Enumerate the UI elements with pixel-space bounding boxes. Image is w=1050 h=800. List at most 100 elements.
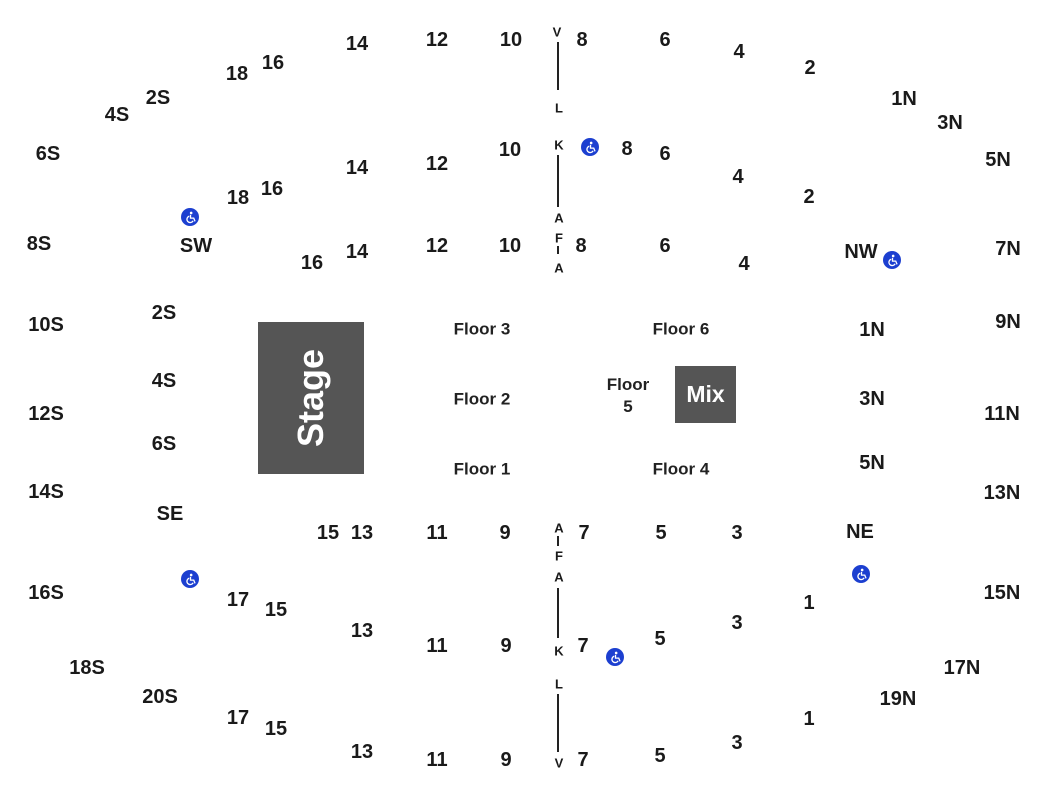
section-label[interactable]: 6S — [35, 143, 61, 165]
wheelchair-icon[interactable] — [606, 648, 624, 666]
section-label[interactable]: NW — [844, 241, 878, 263]
section-label[interactable]: 11 — [426, 749, 448, 771]
section-label[interactable]: 16 — [300, 252, 324, 274]
section-label[interactable]: 14S — [28, 481, 64, 503]
section-label[interactable]: 15 — [264, 599, 288, 621]
section-label[interactable]: 9 — [499, 522, 511, 544]
section-label[interactable]: 8 — [576, 29, 588, 51]
floor5-line1: Floor — [606, 375, 650, 394]
row-marker: K — [554, 643, 564, 659]
section-label[interactable]: 12S — [28, 403, 64, 425]
section-label[interactable]: 8S — [26, 233, 52, 255]
section-label[interactable]: 3 — [731, 732, 743, 754]
section-label[interactable]: 1N — [859, 319, 885, 341]
section-label[interactable]: 3 — [731, 612, 743, 634]
section-label[interactable]: 19N — [879, 688, 917, 710]
section-label[interactable]: 6 — [659, 235, 671, 257]
section-floor-5[interactable]: Floor 5 — [607, 374, 650, 418]
wheelchair-icon[interactable] — [181, 570, 199, 588]
section-label[interactable]: 17N — [943, 657, 981, 679]
section-label[interactable]: 12 — [425, 235, 449, 257]
section-label[interactable]: 4 — [732, 166, 744, 188]
section-label[interactable]: 7 — [577, 749, 589, 771]
aisle-divider — [557, 246, 559, 254]
section-label[interactable]: 5N — [859, 452, 885, 474]
section-label[interactable]: 1 — [803, 592, 815, 614]
section-label[interactable]: 12 — [425, 29, 449, 51]
section-label[interactable]: 13 — [350, 620, 374, 642]
section-label[interactable]: 12 — [425, 153, 449, 175]
section-label[interactable]: 5 — [654, 628, 666, 650]
section-label[interactable]: 4S — [151, 370, 177, 392]
section-label[interactable]: 8 — [575, 235, 587, 257]
section-label[interactable]: 2 — [804, 57, 816, 79]
section-label[interactable]: 11 — [426, 522, 448, 544]
section-label[interactable]: 10S — [28, 314, 64, 336]
section-label[interactable]: 7 — [578, 522, 590, 544]
section-label[interactable]: 16S — [28, 582, 64, 604]
section-label[interactable]: 18 — [225, 63, 249, 85]
section-label[interactable]: 14 — [345, 33, 369, 55]
section-label[interactable]: 5 — [655, 522, 667, 544]
section-label[interactable]: 3N — [859, 388, 885, 410]
section-label[interactable]: 13 — [350, 741, 374, 763]
section-label[interactable]: 16 — [261, 52, 285, 74]
section-label[interactable]: 18S — [69, 657, 105, 679]
section-label[interactable]: 9 — [500, 635, 512, 657]
section-label[interactable]: 14 — [345, 157, 369, 179]
section-label[interactable]: 11N — [984, 403, 1020, 425]
row-marker: F — [555, 230, 563, 246]
section-label[interactable]: 9 — [500, 749, 512, 771]
section-label[interactable]: 15 — [316, 522, 340, 544]
stage[interactable]: Stage — [258, 322, 364, 474]
row-marker: A — [554, 520, 564, 536]
section-label[interactable]: 14 — [345, 241, 369, 263]
section-label[interactable]: 10 — [498, 139, 522, 161]
wheelchair-icon[interactable] — [852, 565, 870, 583]
section-label[interactable]: 7N — [995, 238, 1021, 260]
section-label[interactable]: 4S — [104, 104, 130, 126]
section-label[interactable]: 17 — [226, 589, 250, 611]
section-label[interactable]: 16 — [260, 178, 284, 200]
wheelchair-icon[interactable] — [581, 138, 599, 156]
section-label[interactable]: 15N — [983, 582, 1021, 604]
section-label[interactable]: 1 — [803, 708, 815, 730]
section-label[interactable]: 10 — [498, 235, 522, 257]
section-label[interactable]: 20S — [142, 686, 178, 708]
section-floor-2[interactable]: Floor 2 — [453, 389, 511, 409]
section-label[interactable]: 10 — [499, 29, 523, 51]
section-label[interactable]: 13N — [983, 482, 1021, 504]
section-label[interactable]: 2S — [145, 87, 171, 109]
mix-position[interactable]: Mix — [675, 366, 736, 423]
section-label[interactable]: 13 — [350, 522, 374, 544]
section-label[interactable]: SW — [179, 235, 213, 257]
section-label[interactable]: 2S — [151, 302, 177, 324]
section-label[interactable]: 9N — [995, 311, 1021, 333]
section-floor-3[interactable]: Floor 3 — [453, 319, 511, 339]
section-label[interactable]: 18 — [226, 187, 250, 209]
wheelchair-icon[interactable] — [883, 251, 901, 269]
wheelchair-icon[interactable] — [181, 208, 199, 226]
section-floor-1[interactable]: Floor 1 — [453, 459, 511, 479]
section-label[interactable]: 6 — [659, 29, 671, 51]
section-label[interactable]: 8 — [621, 138, 633, 160]
section-floor-4[interactable]: Floor 4 — [652, 459, 710, 479]
section-label[interactable]: 4 — [738, 253, 750, 275]
section-label[interactable]: 11 — [426, 635, 448, 657]
section-label[interactable]: NE — [846, 521, 874, 543]
section-label[interactable]: 6S — [151, 433, 177, 455]
section-label[interactable]: 3N — [937, 112, 963, 134]
section-label[interactable]: 1N — [891, 88, 917, 110]
mix-label: Mix — [686, 381, 725, 407]
section-label[interactable]: 5 — [654, 745, 666, 767]
section-label[interactable]: 7 — [577, 635, 589, 657]
section-label[interactable]: 6 — [659, 143, 671, 165]
section-label[interactable]: 3 — [731, 522, 743, 544]
section-label[interactable]: 2 — [803, 186, 815, 208]
section-floor-6[interactable]: Floor 6 — [652, 319, 710, 339]
section-label[interactable]: 15 — [264, 718, 288, 740]
section-label[interactable]: 17 — [226, 707, 250, 729]
section-label[interactable]: 5N — [985, 149, 1011, 171]
section-label[interactable]: 4 — [733, 41, 745, 63]
section-label[interactable]: SE — [156, 503, 184, 525]
